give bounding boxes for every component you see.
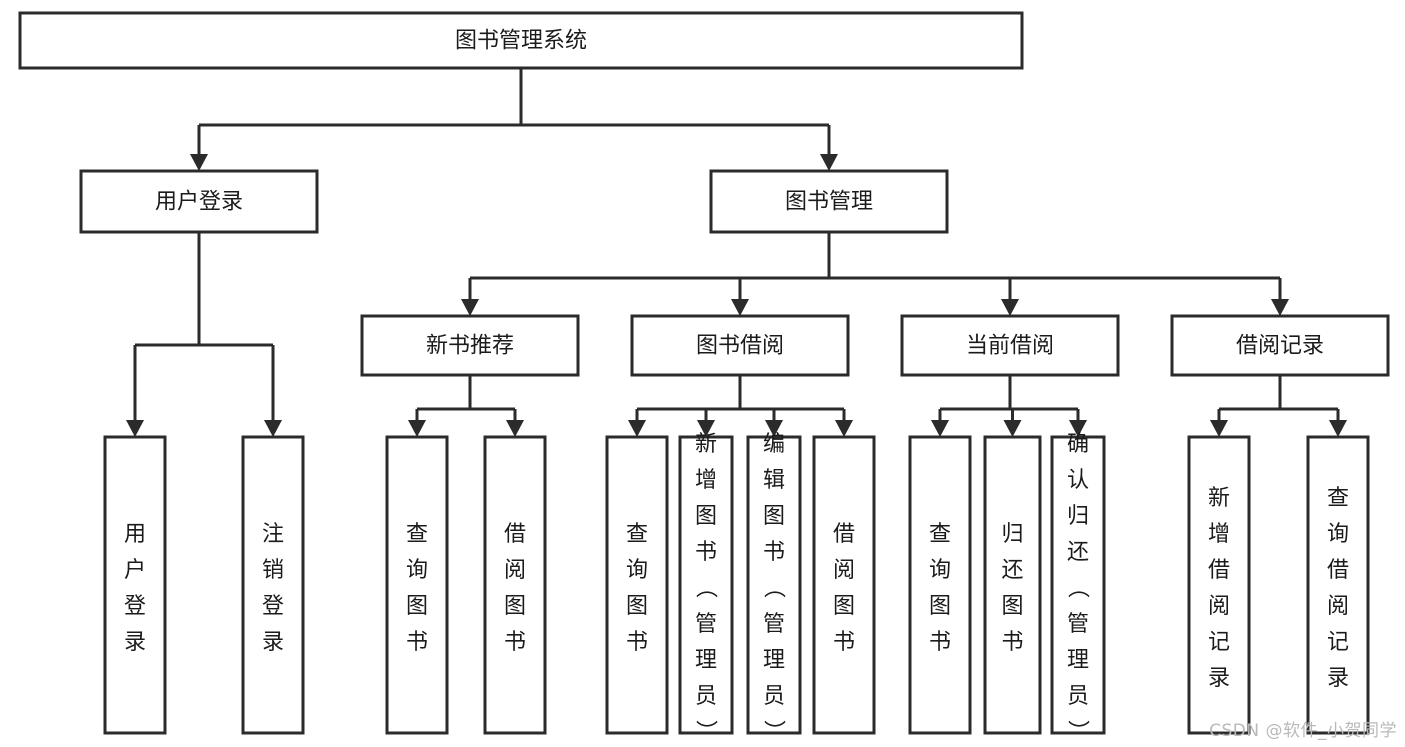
- arrow-head-icon: [1003, 420, 1022, 437]
- node-label: 确认归还（管理员）: [1067, 432, 1090, 745]
- node-label: 查询图书: [626, 522, 648, 655]
- arrow-head-icon: [1271, 299, 1289, 316]
- node-label: 用户登录: [124, 522, 146, 655]
- node-leaf-query-book-b[interactable]: 查询图书: [605, 435, 669, 735]
- arrow-head-icon: [461, 299, 479, 316]
- node-label: 当前借阅: [966, 334, 1054, 359]
- node-label: 查询图书: [406, 522, 428, 655]
- connector-layer: [126, 68, 1347, 437]
- node-box: [385, 435, 449, 735]
- node-user-login[interactable]: 用户登录: [79, 169, 319, 234]
- node-label: 注销登录: [262, 522, 284, 655]
- arrow-head-icon: [126, 420, 144, 437]
- node-box: [79, 169, 319, 234]
- node-leaf-logout[interactable]: 注销登录: [241, 435, 305, 735]
- node-leaf-edit-book[interactable]: 编辑图书（管理员）: [746, 432, 802, 745]
- arrow-head-icon: [408, 420, 426, 437]
- node-box: [746, 435, 802, 735]
- node-label: 新增借阅记录: [1208, 486, 1230, 691]
- arrow-head-icon: [697, 420, 715, 437]
- node-box: [812, 435, 876, 735]
- node-leaf-borrow-book-b[interactable]: 借阅图书: [812, 435, 876, 735]
- node-leaf-query-book-c[interactable]: 查询图书: [908, 435, 972, 735]
- node-label: 图书管理系统: [455, 29, 587, 54]
- node-label: 用户登录: [155, 190, 243, 215]
- arrow-head-icon: [931, 420, 949, 437]
- node-box: [241, 435, 305, 735]
- arrow-head-icon: [765, 420, 783, 437]
- node-box: [103, 435, 167, 735]
- node-box: [900, 314, 1120, 377]
- node-leaf-confirm-return[interactable]: 确认归还（管理员）: [1050, 432, 1106, 745]
- node-book-borrow[interactable]: 图书借阅: [630, 314, 850, 377]
- node-leaf-add-book[interactable]: 新增图书（管理员）: [678, 432, 734, 745]
- node-label: 借阅图书: [833, 522, 855, 655]
- node-layer: 图书管理系统用户登录图书管理新书推荐图书借阅当前借阅借阅记录用户登录注销登录查询…: [18, 11, 1390, 745]
- node-leaf-query-record[interactable]: 查询借阅记录: [1306, 435, 1370, 735]
- arrow-head-icon: [628, 420, 646, 437]
- node-leaf-borrow-book-a[interactable]: 借阅图书: [483, 435, 547, 735]
- node-box: [908, 435, 972, 735]
- node-borrow-record[interactable]: 借阅记录: [1170, 314, 1390, 377]
- node-box: [630, 314, 850, 377]
- arrow-head-icon: [1210, 420, 1228, 437]
- node-box: [709, 169, 949, 234]
- arrow-head-icon: [190, 154, 208, 171]
- node-box: [605, 435, 669, 735]
- arrow-head-icon: [1329, 420, 1347, 437]
- arrow-head-icon: [820, 154, 838, 171]
- node-box: [678, 435, 734, 735]
- node-label: 查询借阅记录: [1327, 486, 1349, 691]
- node-box: [360, 314, 580, 377]
- node-new-book-recommend[interactable]: 新书推荐: [360, 314, 580, 377]
- node-current-borrow[interactable]: 当前借阅: [900, 314, 1120, 377]
- arrow-head-icon: [835, 420, 853, 437]
- node-leaf-return-book[interactable]: 归还图书: [983, 435, 1042, 735]
- node-label: 借阅图书: [504, 522, 526, 655]
- arrow-head-icon: [731, 299, 749, 316]
- node-box: [483, 435, 547, 735]
- node-box: [18, 11, 1024, 70]
- arrow-head-icon: [264, 420, 282, 437]
- node-leaf-user-login[interactable]: 用户登录: [103, 435, 167, 735]
- node-box: [1187, 435, 1251, 735]
- node-label: 编辑图书（管理员）: [763, 432, 786, 745]
- node-label: 归还图书: [1001, 522, 1023, 655]
- node-box: [1306, 435, 1370, 735]
- node-box: [1050, 435, 1106, 735]
- node-leaf-add-record[interactable]: 新增借阅记录: [1187, 435, 1251, 735]
- node-label: 新增图书（管理员）: [695, 432, 718, 745]
- node-label: 图书借阅: [696, 334, 784, 359]
- node-box: [983, 435, 1042, 735]
- arrow-head-icon: [506, 420, 524, 437]
- node-box: [1170, 314, 1390, 377]
- node-leaf-query-book-a[interactable]: 查询图书: [385, 435, 449, 735]
- node-label: 借阅记录: [1236, 334, 1324, 359]
- node-label: 图书管理: [785, 190, 873, 215]
- arrow-head-icon: [1001, 299, 1019, 316]
- node-book-manage[interactable]: 图书管理: [709, 169, 949, 234]
- node-root[interactable]: 图书管理系统: [18, 11, 1024, 70]
- node-label: 新书推荐: [426, 334, 514, 359]
- node-label: 查询图书: [929, 522, 951, 655]
- arrow-head-icon: [1069, 420, 1087, 437]
